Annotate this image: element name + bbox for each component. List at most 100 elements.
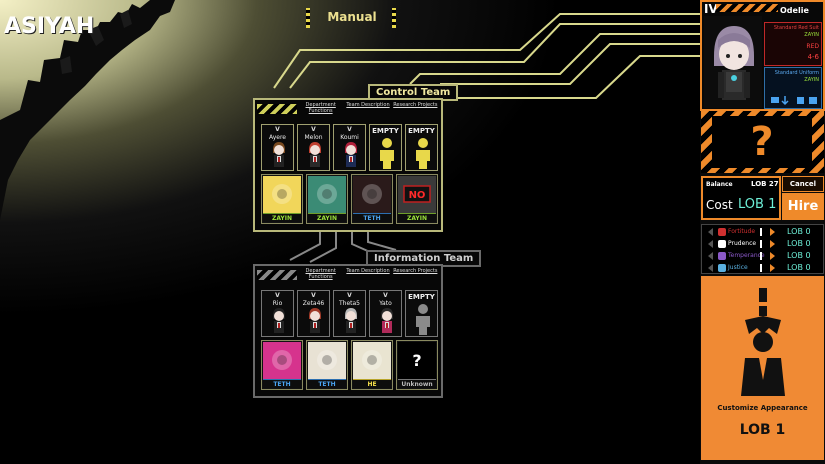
empty-agent-icon <box>416 304 430 335</box>
balance-box <box>701 176 781 220</box>
abnormality-slot[interactable]: ZAYIN <box>261 174 303 224</box>
stat-icon <box>718 228 726 236</box>
empty-agent-slot[interactable]: EMPTY <box>405 124 438 171</box>
agent-name: Ayere <box>269 134 286 141</box>
risk-level: Unknown <box>398 379 436 388</box>
abnormality-portrait <box>353 342 391 379</box>
customize-appearance-button[interactable] <box>701 276 824 460</box>
research-projects-link[interactable]: Research Projects <box>393 102 438 108</box>
agent-rank: V <box>347 292 352 299</box>
agent-rank: V <box>275 126 280 133</box>
stat-icon <box>718 252 726 260</box>
team-description-link[interactable]: Team Description <box>346 102 390 108</box>
agent-rank: V <box>347 126 352 133</box>
abnormality-portrait <box>263 342 301 379</box>
agent-portrait[interactable] <box>704 16 762 108</box>
empty-agent-slot[interactable]: EMPTY <box>369 124 402 171</box>
abnormality-portrait <box>308 176 346 213</box>
agent-rank: IV <box>704 2 718 16</box>
customize-cost: LOB 1 <box>739 422 786 438</box>
agent-sprite <box>345 142 357 167</box>
hazard-stripe <box>257 270 297 280</box>
suit-title: Standard Red Suit <box>773 25 819 31</box>
abnormality-tag: NO <box>409 190 426 201</box>
agent-rank: V <box>383 292 388 299</box>
stat-name: Justice <box>728 264 748 271</box>
abnormality-slot[interactable]: NO ZAYIN <box>396 174 438 224</box>
abnormality-slot[interactable]: TETH <box>261 340 303 390</box>
manual-button[interactable]: Manual <box>306 8 398 28</box>
agent-name: Yato <box>379 300 392 307</box>
department-functions-link[interactable]: Department Functions <box>305 102 336 114</box>
abnormality-slot[interactable]: ?Unknown <box>396 340 438 390</box>
suit-grade: ZAYIN <box>804 32 819 38</box>
increase-stat-icon[interactable] <box>770 252 775 260</box>
stat-divider <box>760 252 762 260</box>
control-abnormality-row: ZAYIN ZAYIN TETH NO ZAYIN <box>261 174 438 224</box>
risk-level: ZAYIN <box>398 213 436 222</box>
agent-rank: V <box>311 126 316 133</box>
stat-level: LOB 0 <box>787 239 811 248</box>
decrease-stat-icon[interactable] <box>708 228 713 236</box>
empty-agent-icon <box>416 138 430 169</box>
decrease-stat-icon[interactable] <box>708 264 713 272</box>
risk-level: HE <box>353 379 391 388</box>
empty-agent-slot[interactable]: EMPTY <box>405 290 438 337</box>
research-projects-link[interactable]: Research Projects <box>393 268 438 274</box>
abnormality-portrait <box>353 176 391 213</box>
risk-level: ZAYIN <box>263 213 301 222</box>
abnormality-slot[interactable]: HE <box>351 340 393 390</box>
suit-damage: 4-6 <box>807 53 819 61</box>
abnormality-slot[interactable]: TETH <box>306 340 348 390</box>
manual-label: Manual <box>327 10 377 24</box>
cancel-button[interactable]: Cancel <box>782 176 824 192</box>
agent-name: Melon <box>304 134 323 141</box>
hazard-stripe <box>257 104 297 114</box>
agent-name: Theta5 <box>338 300 360 307</box>
decrease-stat-icon[interactable] <box>708 240 713 248</box>
agent-sprite <box>273 142 285 167</box>
uniform-slot[interactable]: Standard Uniform ZAYIN <box>764 67 822 109</box>
department-functions-link[interactable]: Department Functions <box>305 268 336 280</box>
information-team-header: Department Functions Team Description Re… <box>257 268 439 282</box>
abnormality-slot[interactable]: TETH <box>351 174 393 224</box>
decrease-stat-icon[interactable] <box>708 252 713 260</box>
uniform-title: Standard Uniform <box>774 70 819 76</box>
risk-level: TETH <box>353 213 391 222</box>
team-description-link[interactable]: Team Description <box>346 268 390 274</box>
agent-sprite <box>273 308 285 333</box>
hazard-stripe <box>716 4 778 12</box>
uniform-icons <box>771 96 817 106</box>
agent-sprite <box>345 308 357 333</box>
abnormality-slot[interactable]: ZAYIN <box>306 174 348 224</box>
uniform-grade: ZAYIN <box>804 77 819 83</box>
increase-stat-icon[interactable] <box>770 240 775 248</box>
stat-level: LOB 0 <box>787 251 811 260</box>
agent-rank: V <box>275 292 280 299</box>
balance-label: Balance <box>706 181 733 188</box>
abnormality-portrait: ? <box>398 342 436 379</box>
customize-appearance-label: Customize Appearance <box>717 404 808 412</box>
agent-name: EMPTY <box>372 127 399 135</box>
ego-suit-slot[interactable]: Standard Red Suit ZAYIN RED 4-6 <box>764 22 822 66</box>
increase-stat-icon[interactable] <box>770 264 775 272</box>
agent-name: EMPTY <box>408 127 435 135</box>
control-team-header: Department Functions Team Description Re… <box>257 102 439 116</box>
hire-button[interactable]: Hire <box>782 193 824 220</box>
increase-stat-icon[interactable] <box>770 228 775 236</box>
stat-icon <box>718 264 726 272</box>
